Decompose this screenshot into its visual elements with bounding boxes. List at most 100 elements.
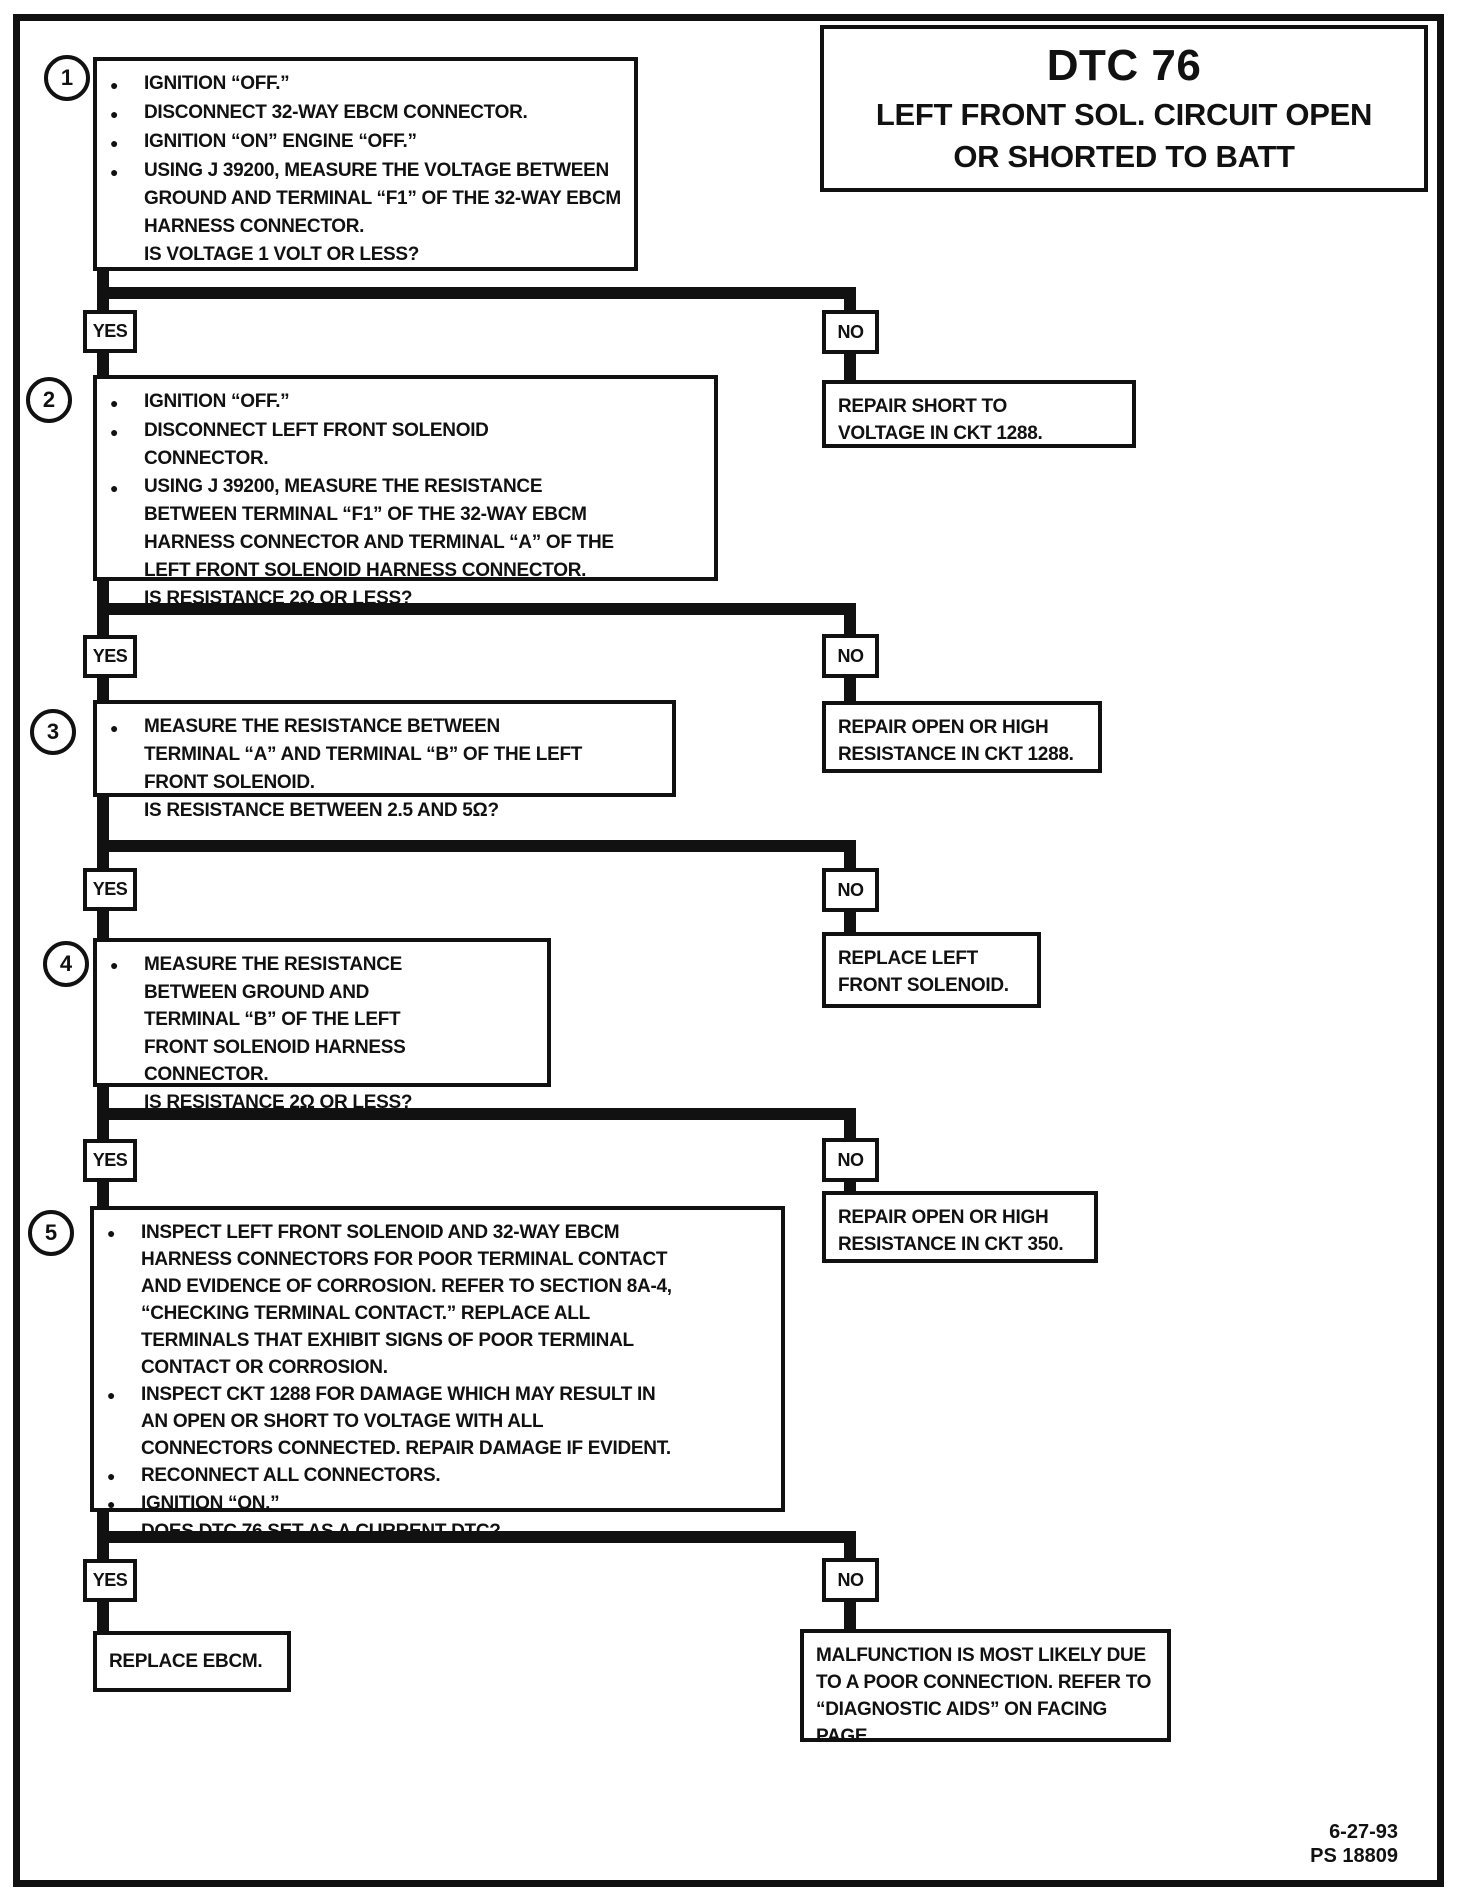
result-repair-short-ckt1288: REPAIR SHORT TO VOLTAGE IN CKT 1288. — [822, 380, 1136, 448]
list-item: ● IGNITION “ON” ENGINE “OFF.” — [110, 128, 624, 157]
connector — [97, 1108, 856, 1120]
connector — [97, 1180, 109, 1208]
step-5-bullet-3: RECONNECT ALL CONNECTORS. — [141, 1465, 441, 1486]
list-item: ● MEASURE THE RESISTANCE BETWEEN GROUND A… — [110, 951, 537, 1089]
step-4-box: ● MEASURE THE RESISTANCE BETWEEN GROUND A… — [93, 938, 551, 1113]
step-2-bullet-3: USING J 39200, MEASURE THE RESISTANCE BE… — [144, 476, 614, 581]
connector — [844, 848, 856, 870]
connector — [97, 351, 109, 377]
result-repair-open-ckt1288: REPAIR OPEN OR HIGH RESISTANCE IN CKT 12… — [822, 701, 1102, 773]
step-2-bullet-1: IGNITION “OFF.” — [144, 391, 290, 412]
step-5-box: ● INSPECT LEFT FRONT SOLENOID AND 32-WAY … — [90, 1206, 785, 1542]
connector — [844, 294, 856, 312]
dtc-title-line1: LEFT FRONT SOL. CIRCUIT OPEN — [875, 97, 1373, 132]
connector — [97, 676, 109, 702]
step-5-bullet-2: INSPECT CKT 1288 FOR DAMAGE WHICH MAY RE… — [141, 1384, 671, 1459]
revision-date: 6-27-93 — [1329, 1821, 1398, 1843]
step-number-1: 1 — [44, 55, 90, 101]
connector — [844, 352, 856, 382]
list-item: ● USING J 39200, MEASURE THE RESISTANCE B… — [110, 473, 704, 585]
connector — [844, 1600, 856, 1631]
result-text: REPAIR OPEN OR HIGH RESISTANCE IN CKT 35… — [838, 1207, 1064, 1255]
title-box: DTC 76 LEFT FRONT SOL. CIRCUIT OPEN OR S… — [820, 25, 1428, 192]
footer: 6-27-93 PS 18809 — [1310, 1820, 1398, 1868]
bullet-icon: ● — [107, 1387, 116, 1403]
list-item: ● MEASURE THE RESISTANCE BETWEEN TERMINAL… — [110, 713, 662, 797]
step-3-question: IS RESISTANCE BETWEEN 2.5 AND 5Ω? — [144, 800, 499, 821]
bullet-icon: ● — [110, 957, 119, 973]
step-5-bullet-1: INSPECT LEFT FRONT SOLENOID AND 32-WAY E… — [141, 1222, 672, 1378]
bullet-icon: ● — [107, 1225, 116, 1241]
step-number-4: 4 — [43, 941, 89, 987]
connector — [97, 287, 856, 299]
step-4-question: IS RESISTANCE 2Ω OR LESS? — [144, 1091, 413, 1113]
step-1-bullet-4: USING J 39200, MEASURE THE VOLTAGE BETWE… — [144, 160, 621, 237]
list-item: ● IGNITION “ON.” — [107, 1490, 771, 1518]
bullet-icon: ● — [110, 106, 119, 122]
list-item: ● IGNITION “OFF.” — [110, 388, 704, 417]
connector — [97, 603, 856, 615]
yes-tag-2: YES — [83, 635, 137, 678]
step-5-bullet-4: IGNITION “ON.” — [141, 1493, 280, 1514]
no-tag-1: NO — [822, 310, 879, 354]
bullet-icon: ● — [107, 1496, 116, 1512]
list-item: ●DISCONNECT LEFT FRONT SOLENOID CONNECTO… — [110, 417, 704, 473]
connector — [97, 909, 109, 940]
list-item: ● USING J 39200, MEASURE THE VOLTAGE BETW… — [110, 157, 624, 241]
result-text: MALFUNCTION IS MOST LIKELY DUE TO A POOR… — [816, 1645, 1152, 1747]
list-item: ● DISCONNECT 32-WAY EBCM CONNECTOR. — [110, 99, 624, 128]
connector — [844, 910, 856, 934]
dtc-title-line2: OR SHORTED TO BATT — [953, 139, 1295, 174]
result-text: REPAIR OPEN OR HIGH RESISTANCE IN CKT 12… — [838, 717, 1074, 765]
bullet-icon: ● — [110, 480, 119, 496]
step-2-box: ● IGNITION “OFF.” ●DISCONNECT LEFT FRONT … — [93, 375, 718, 609]
bullet-icon: ● — [110, 77, 119, 93]
no-tag-4: NO — [822, 1138, 879, 1182]
list-item: ●RECONNECT ALL CONNECTORS. — [107, 1462, 771, 1490]
step-3-bullet-1: MEASURE THE RESISTANCE BETWEEN TERMINAL … — [144, 716, 583, 793]
bullet-icon: ● — [110, 395, 119, 411]
bullet-icon: ● — [110, 135, 119, 151]
bullet-icon: ● — [110, 164, 119, 180]
step-number-5: 5 — [28, 1210, 74, 1256]
yes-tag-4: YES — [83, 1139, 137, 1182]
page-border — [13, 14, 1444, 1887]
connector — [97, 795, 109, 870]
result-malfunction-poor-connection: MALFUNCTION IS MOST LIKELY DUE TO A POOR… — [800, 1629, 1171, 1747]
connector — [844, 1116, 856, 1140]
step-1-bullet-2: DISCONNECT 32-WAY EBCM CONNECTOR. — [144, 102, 528, 123]
step-number-3: 3 — [30, 709, 76, 755]
yes-tag-1: YES — [83, 310, 137, 353]
list-item: ● INSPECT LEFT FRONT SOLENOID AND 32-WAY … — [107, 1219, 771, 1381]
step-number-2: 2 — [26, 377, 72, 423]
step-1-bullet-1: IGNITION “OFF.” — [144, 73, 290, 94]
connector — [844, 676, 856, 703]
result-replace-ebcm: REPLACE EBCM. — [93, 1631, 291, 1692]
no-tag-5: NO — [822, 1558, 879, 1602]
connector — [97, 1600, 109, 1633]
connector — [844, 1539, 856, 1560]
yes-tag-5: YES — [83, 1559, 137, 1602]
result-text: REPLACE EBCM. — [109, 1651, 263, 1672]
result-replace-left-front-solenoid: REPLACE LEFT FRONT SOLENOID. — [822, 932, 1041, 1008]
result-text: REPLACE LEFT FRONT SOLENOID. — [838, 948, 1009, 996]
result-repair-open-ckt350: REPAIR OPEN OR HIGH RESISTANCE IN CKT 35… — [822, 1191, 1098, 1263]
step-1-question: IS VOLTAGE 1 VOLT OR LESS? — [144, 244, 420, 265]
connector — [97, 840, 856, 852]
list-item: ● IGNITION “OFF.” — [110, 70, 624, 99]
step-1-bullet-3: IGNITION “ON” ENGINE “OFF.” — [144, 131, 417, 152]
bullet-icon: ● — [110, 720, 119, 736]
connector — [844, 611, 856, 636]
dtc-code-title: DTC 76 — [1046, 41, 1202, 90]
step-4-bullet-1: MEASURE THE RESISTANCE BETWEEN GROUND AN… — [144, 954, 406, 1085]
no-tag-3: NO — [822, 868, 879, 912]
no-tag-2: NO — [822, 634, 879, 678]
connector — [97, 1531, 856, 1543]
connector — [844, 1180, 856, 1193]
document-number: PS 18809 — [1310, 1845, 1398, 1867]
result-text: REPAIR SHORT TO VOLTAGE IN CKT 1288. — [838, 396, 1043, 444]
list-item: ● INSPECT CKT 1288 FOR DAMAGE WHICH MAY R… — [107, 1381, 771, 1462]
bullet-icon: ● — [110, 424, 119, 440]
step-1-box: ● IGNITION “OFF.” ● DISCONNECT 32-WAY EBCM… — [93, 57, 638, 271]
